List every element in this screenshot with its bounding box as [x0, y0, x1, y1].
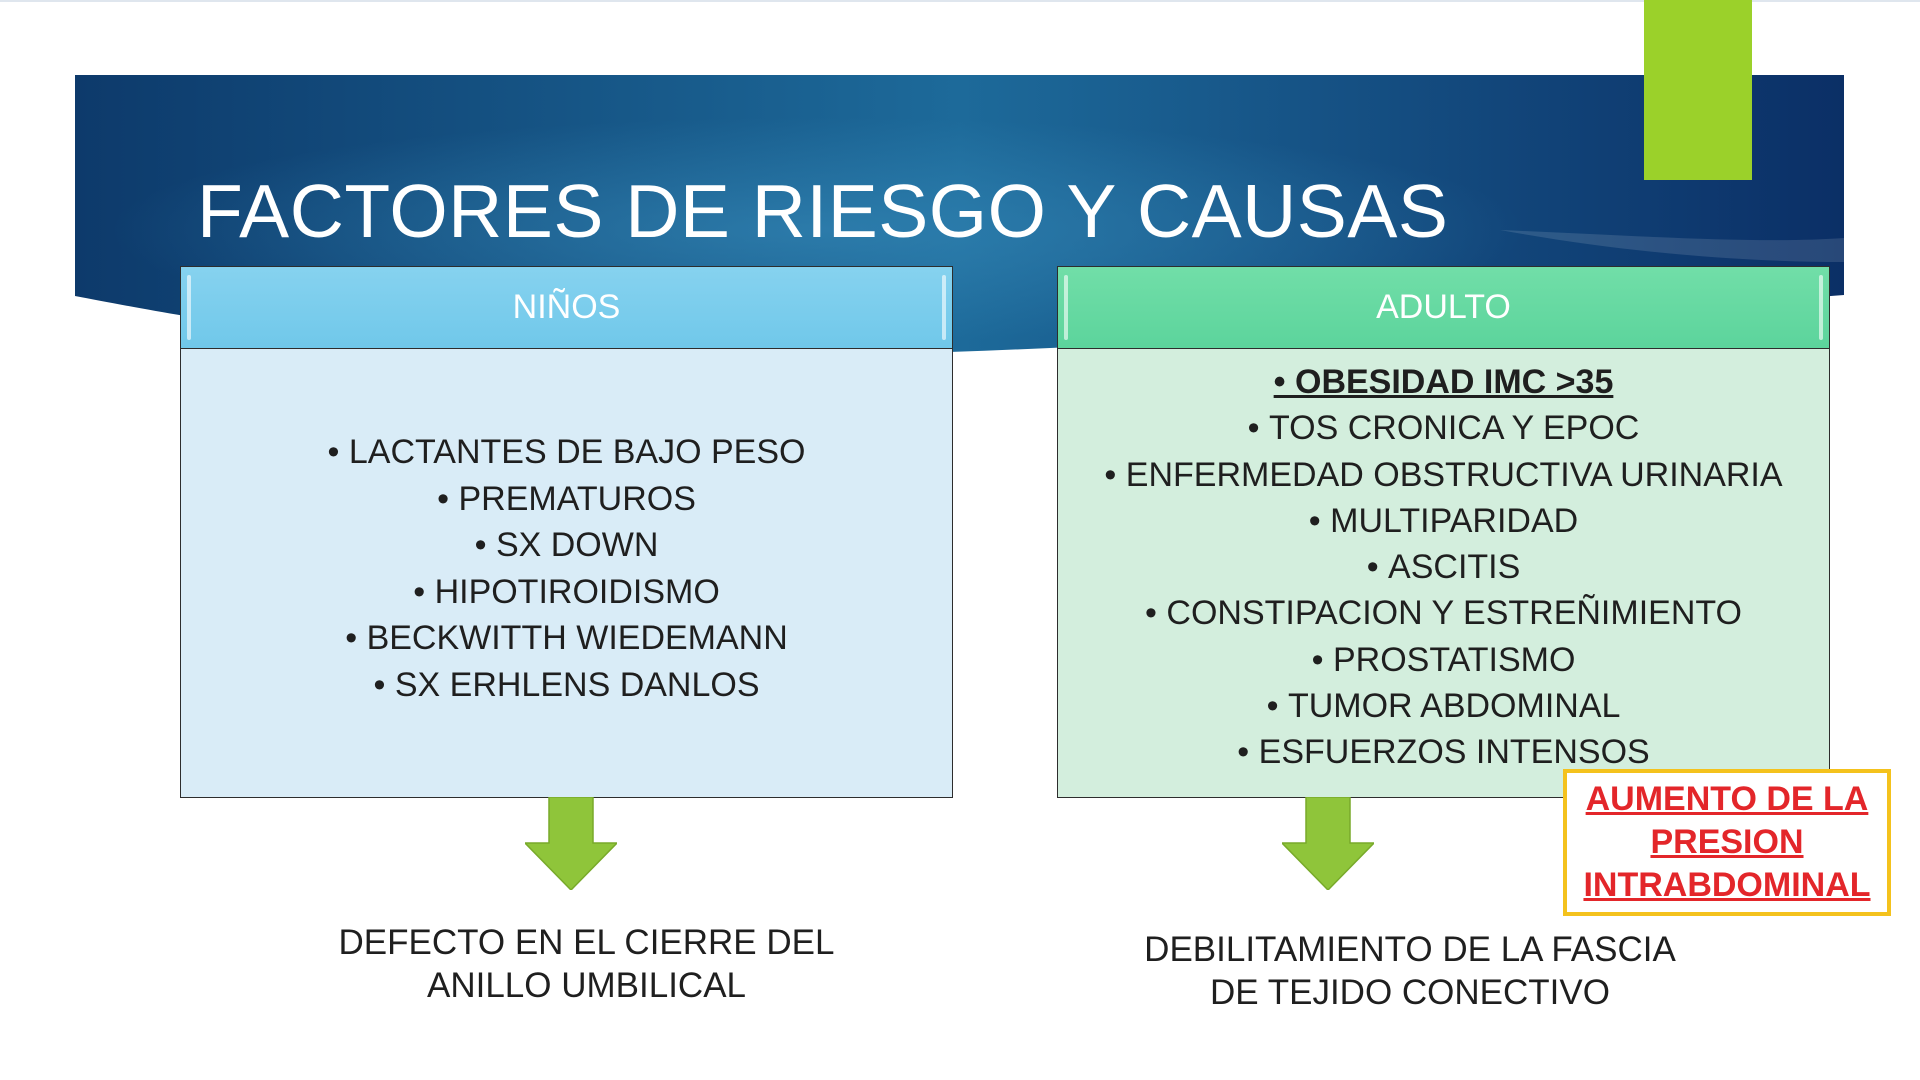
- slide-title: FACTORES DE RIESGO Y CAUSAS: [197, 169, 1449, 253]
- conclusion-line: ANILLO UMBILICAL: [427, 966, 746, 1005]
- callout-line: INTRABDOMINAL: [1583, 866, 1871, 904]
- conclusion-line: DEBILITAMIENTO DE LA FASCIA: [1144, 930, 1676, 969]
- list-item: PREMATUROS: [181, 476, 952, 523]
- list-item: HIPOTIROIDISMO: [181, 569, 952, 616]
- adulto-list: OBESIDAD IMC >35 TOS CRONICA Y EPOC ENFE…: [1058, 359, 1829, 776]
- list-item: ESFUERZOS INTENSOS: [1058, 729, 1829, 775]
- arrow-down-icon: [525, 797, 617, 890]
- adulto-panel: ADULTO OBESIDAD IMC >35 TOS CRONICA Y EP…: [1057, 266, 1830, 798]
- list-item: TOS CRONICA Y EPOC: [1058, 405, 1829, 451]
- list-item: MULTIPARIDAD: [1058, 498, 1829, 544]
- list-item: ASCITIS: [1058, 544, 1829, 590]
- list-item-highlight: OBESIDAD IMC >35: [1058, 359, 1829, 405]
- list-item: CONSTIPACION Y ESTREÑIMIENTO: [1058, 590, 1829, 636]
- adulto-header: ADULTO: [1058, 267, 1829, 349]
- callout-line: PRESION: [1650, 823, 1804, 861]
- arrow-down-icon: [1282, 797, 1374, 890]
- list-item: ENFERMEDAD OBSTRUCTIVA URINARIA: [1058, 452, 1829, 498]
- ninos-list: LACTANTES DE BAJO PESO PREMATUROS SX DOW…: [181, 429, 952, 708]
- list-item: PROSTATISMO: [1058, 637, 1829, 683]
- ninos-header: NIÑOS: [181, 267, 952, 349]
- list-item: SX DOWN: [181, 522, 952, 569]
- pressure-callout: AUMENTO DE LA PRESION INTRABDOMINAL: [1563, 769, 1891, 916]
- conclusion-line: DE TEJIDO CONECTIVO: [1210, 973, 1610, 1012]
- conclusion-line: DEFECTO EN EL CIERRE DEL: [338, 923, 835, 962]
- callout-line: AUMENTO DE LA: [1585, 780, 1869, 818]
- adulto-conclusion: DEBILITAMIENTO DE LA FASCIA DE TEJIDO CO…: [1090, 928, 1730, 1014]
- green-accent-tab: [1644, 0, 1752, 180]
- list-item: BECKWITTH WIEDEMANN: [181, 615, 952, 662]
- list-item: LACTANTES DE BAJO PESO: [181, 429, 952, 476]
- list-item: TUMOR ABDOMINAL: [1058, 683, 1829, 729]
- ninos-panel: NIÑOS LACTANTES DE BAJO PESO PREMATUROS …: [180, 266, 953, 798]
- top-border-line: [0, 0, 1920, 2]
- ninos-conclusion: DEFECTO EN EL CIERRE DEL ANILLO UMBILICA…: [300, 921, 873, 1007]
- list-item: SX ERHLENS DANLOS: [181, 662, 952, 709]
